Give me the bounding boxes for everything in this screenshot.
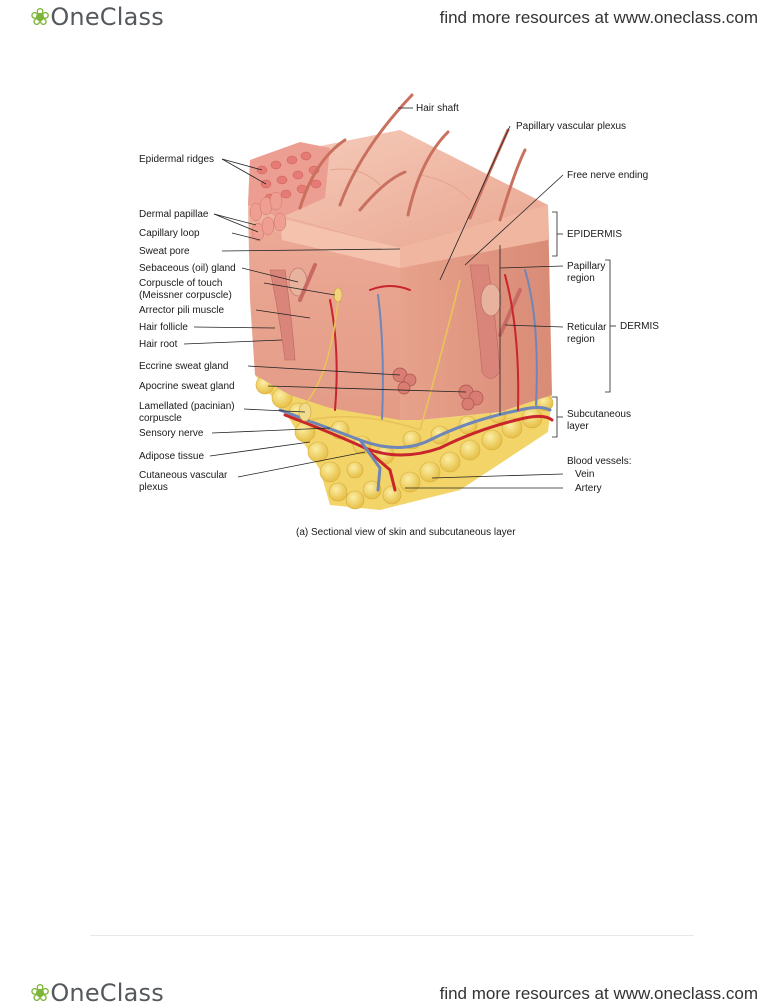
label-reticular-region-2: region <box>567 334 595 345</box>
label-capillary-loop: Capillary loop <box>139 228 200 239</box>
label-reticular-region: Reticular <box>567 322 607 333</box>
adipose-layer <box>255 375 554 510</box>
label-epidermis: EPIDERMIS <box>567 229 622 240</box>
arrector-pili-muscles <box>298 263 522 337</box>
label-free-nerve-ending: Free nerve ending <box>567 170 648 181</box>
label-lamellated-corpuscle: Lamellated (pacinian) <box>139 401 235 412</box>
right-leader-lines <box>398 107 564 489</box>
label-sebaceous-gland: Sebaceous (oil) gland <box>139 263 236 274</box>
epidermis-band-side <box>400 205 548 268</box>
brand-name: OneClass <box>50 979 164 1007</box>
right-labels: Hair shaft Papillary vascular plexus Fre… <box>416 103 659 494</box>
label-hair-shaft: Hair shaft <box>416 103 459 114</box>
footer-tagline[interactable]: find more resources at www.oneclass.com <box>439 984 758 1003</box>
header-tagline[interactable]: find more resources at www.oneclass.com <box>439 8 758 27</box>
label-papillary-plexus: Papillary vascular plexus <box>516 121 626 132</box>
label-arrector-pili: Arrector pili muscle <box>139 305 224 316</box>
label-dermis: DERMIS <box>620 321 659 332</box>
leaf-icon: ❀ <box>30 979 51 1007</box>
left-labels: Epidermal ridges Dermal papillae Capilla… <box>139 154 236 493</box>
label-lamellated-corpuscle-2: corpuscle <box>139 413 182 424</box>
sweat-glands <box>392 367 484 411</box>
figure-caption: (a) Sectional view of skin and subcutane… <box>296 527 516 538</box>
label-hair-root: Hair root <box>139 339 178 350</box>
label-papillary-region: Papillary <box>567 261 605 272</box>
brand-name: OneClass <box>50 3 164 31</box>
label-hair-follicle: Hair follicle <box>139 322 188 333</box>
label-vein: Vein <box>575 469 594 480</box>
label-meissner-corpuscle: (Meissner corpuscle) <box>139 290 232 301</box>
layer-brackets <box>552 211 616 438</box>
label-sensory-nerve: Sensory nerve <box>139 428 204 439</box>
footer-logo[interactable]: ❀OneClass <box>30 979 164 1007</box>
label-epidermal-ridges: Epidermal ridges <box>139 154 214 165</box>
label-corpuscle-of-touch: Corpuscle of touch <box>139 278 222 289</box>
label-subcutaneous-2: layer <box>567 421 589 432</box>
label-sweat-pore: Sweat pore <box>139 246 190 257</box>
label-adipose-tissue: Adipose tissue <box>139 451 204 462</box>
label-apocrine-gland: Apocrine sweat gland <box>139 381 235 392</box>
label-dermal-papillae: Dermal papillae <box>139 209 209 220</box>
footer-divider <box>90 935 694 936</box>
label-blood-vessels: Blood vessels: <box>567 456 631 467</box>
left-leader-lines <box>183 158 467 478</box>
label-cutaneous-plexus: Cutaneous vascular <box>139 470 228 481</box>
label-eccrine-gland: Eccrine sweat gland <box>139 361 229 372</box>
label-papillary-region-2: region <box>567 273 595 284</box>
leaf-icon: ❀ <box>30 3 51 31</box>
label-subcutaneous: Subcutaneous <box>567 409 631 420</box>
label-artery: Artery <box>575 483 602 494</box>
blood-vessels <box>278 269 554 492</box>
label-cutaneous-plexus-2: plexus <box>139 482 168 493</box>
dermal-papillae <box>249 191 287 242</box>
epidermis-band-front <box>280 218 400 268</box>
meissner-corpuscle <box>333 287 343 303</box>
header-logo[interactable]: ❀OneClass <box>30 3 164 31</box>
